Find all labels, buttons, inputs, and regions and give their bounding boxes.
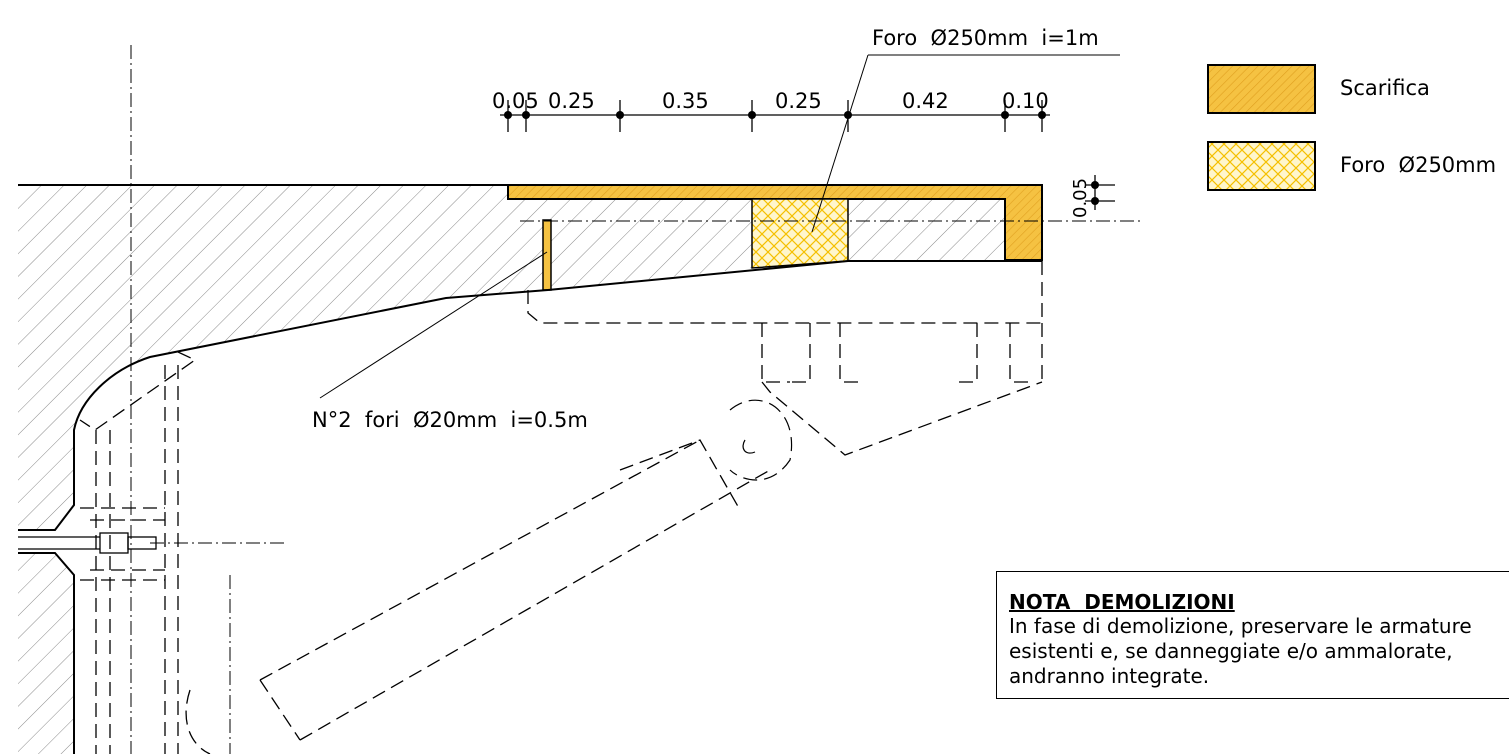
label-holes-20: N°2 fori Ø20mm i=0.5m xyxy=(312,408,588,432)
section-outline xyxy=(18,184,1042,754)
legend-swatch-scarifica xyxy=(1207,64,1316,114)
leader-lines xyxy=(319,54,1120,399)
centerlines xyxy=(130,45,1140,754)
hole-250-area xyxy=(751,198,849,269)
legend-swatch-hole xyxy=(1207,141,1316,191)
arm-circle xyxy=(729,399,793,481)
dim-0-25-a: 0.25 xyxy=(548,89,595,113)
legend-label-hole: Foro Ø250mm xyxy=(1340,153,1497,177)
dim-0-25-b: 0.25 xyxy=(775,89,822,113)
note-title: NOTA DEMOLIZIONI xyxy=(1009,590,1235,614)
dim-vertical: 0.05 xyxy=(1070,178,1091,218)
pin-circle xyxy=(742,439,756,454)
dim-0-42: 0.42 xyxy=(902,89,949,113)
label-hole-250: Foro Ø250mm i=1m xyxy=(872,26,1099,50)
vdim-dot-bottom xyxy=(1091,197,1099,205)
demolition-note: NOTA DEMOLIZIONI In fase di demolizione,… xyxy=(996,571,1509,699)
bolt xyxy=(18,532,157,554)
existing-structure-dashed xyxy=(79,261,1043,754)
vdim-dot-top xyxy=(1091,181,1099,189)
note-body: In fase di demolizione, preservare le ar… xyxy=(1009,614,1472,688)
legend-label-scarifica: Scarifica xyxy=(1340,76,1430,100)
dimension-dots xyxy=(504,111,1046,119)
dim-0-10: 0.10 xyxy=(1002,89,1049,113)
dim-0-05: 0.05 xyxy=(492,89,539,113)
concrete-section xyxy=(18,185,1005,754)
dim-0-35: 0.35 xyxy=(662,89,709,113)
hole-20-mark xyxy=(542,219,552,291)
